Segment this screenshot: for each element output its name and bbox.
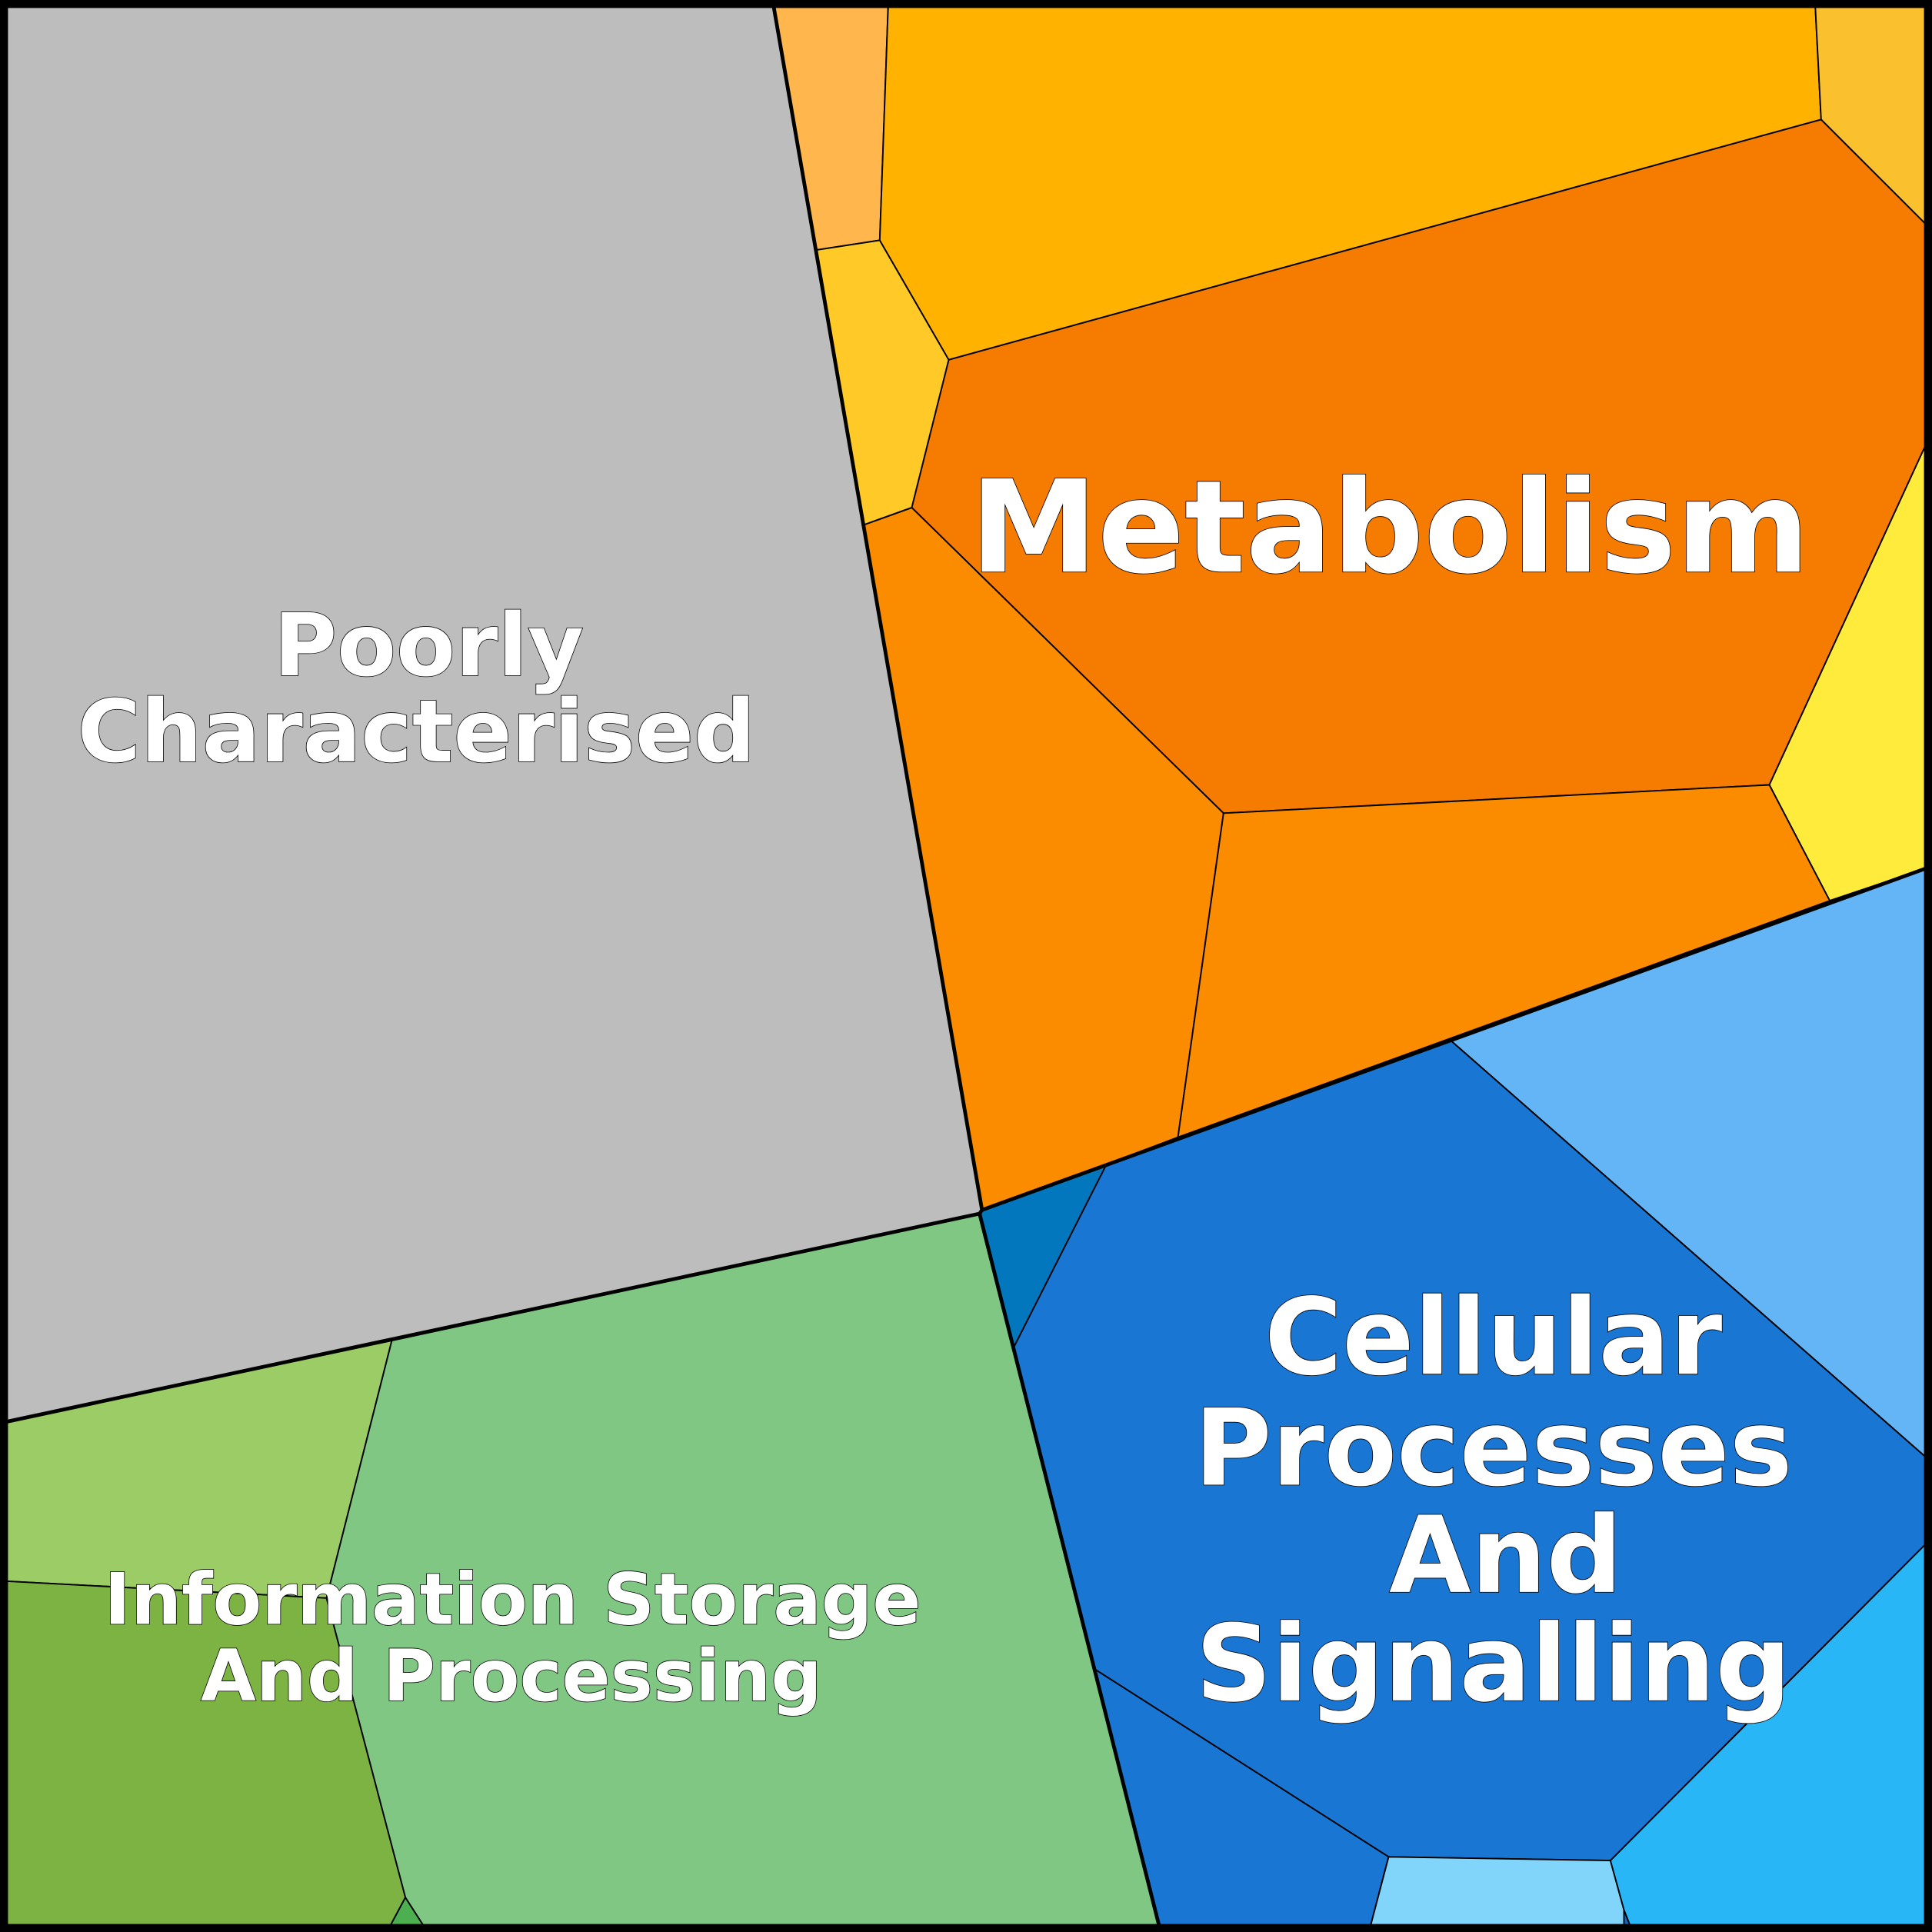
cell-metabolism-4[interactable] bbox=[1814, 0, 1932, 232]
cell-cellular-5[interactable] bbox=[1367, 1856, 1625, 1932]
label-cellular-line4: Signalling bbox=[1195, 1603, 1790, 1726]
information-group bbox=[0, 1212, 1162, 1932]
label-information-line2: And Processing bbox=[201, 1634, 822, 1717]
label-cellular-line1: Cellular bbox=[1264, 1276, 1722, 1399]
label-poorly-line2: Characterised bbox=[78, 682, 756, 782]
cell-metabolism-8[interactable] bbox=[1177, 784, 1831, 1139]
cell-information-4[interactable] bbox=[385, 1896, 429, 1932]
label-information-line1: Information Storage bbox=[104, 1557, 921, 1641]
labels: Poorly Characterised Metabolism Cellular… bbox=[77, 453, 1810, 1727]
cell-cellular-7[interactable] bbox=[1609, 1536, 1932, 1932]
label-metabolism: Metabolism bbox=[970, 453, 1810, 602]
label-cellular-line2: Processes bbox=[1194, 1387, 1793, 1510]
label-poorly-line1: Poorly bbox=[274, 596, 584, 696]
metabolism-group bbox=[771, 0, 1932, 1211]
label-cellular-line3: And bbox=[1389, 1494, 1622, 1617]
